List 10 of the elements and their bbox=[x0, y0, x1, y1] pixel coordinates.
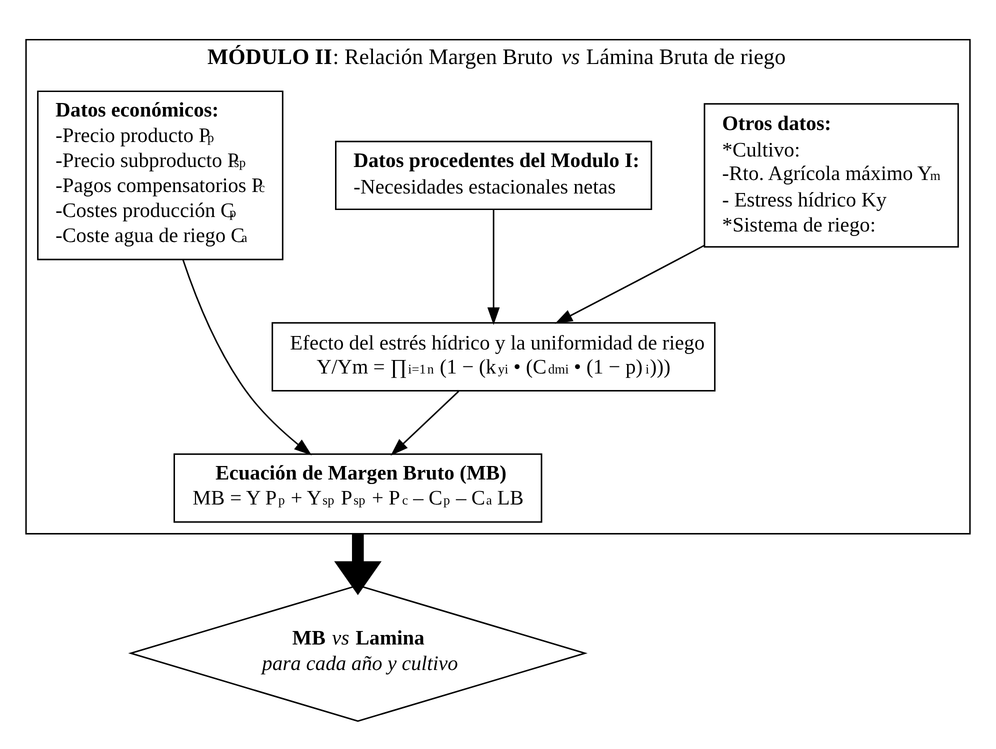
node-box: Otros datos: *Cultivo: -Rto. Agrícola máximo Ym - Estress hídrico Ky *Sistema de riego: bbox=[704, 103, 959, 248]
node-diamond: MB vs Lamina para cada año y cultivo bbox=[128, 584, 588, 722]
arrow bbox=[554, 244, 705, 324]
arrow bbox=[334, 534, 382, 596]
node-box: Efecto del estrés hídrico y la uniformidad de riego Y/Ym = ∏i=1n (1 − (kyi • (Cdmi • (1 − p)i))) bbox=[272, 322, 716, 392]
arrow bbox=[390, 390, 460, 456]
arrow bbox=[182, 260, 312, 456]
arrow bbox=[487, 210, 500, 326]
node-box: Ecuación de Margen Bruto (MB) MB = Y Pp + Ysp Psp + Pc – Cp – Ca LB bbox=[174, 453, 542, 523]
node-box: Datos procedentes del Modulo I: -Necesidades estacionales netas bbox=[335, 140, 652, 210]
